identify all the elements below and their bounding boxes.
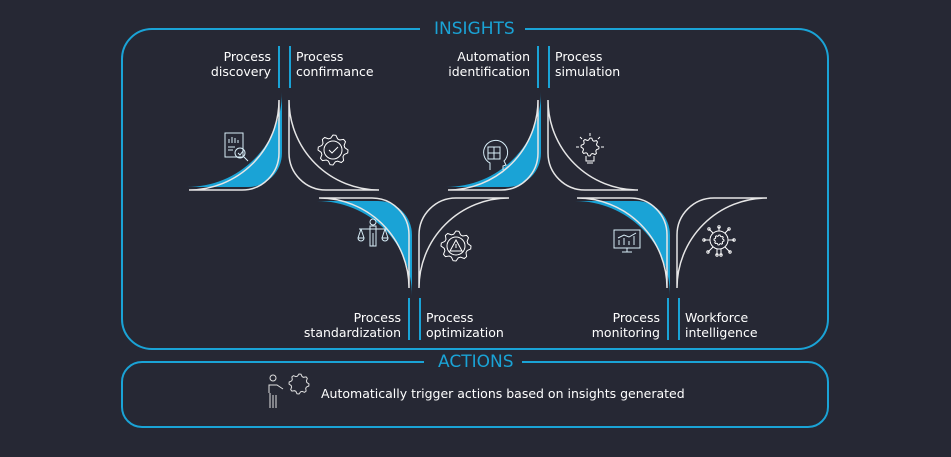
- segment-outline-monitor-chart: [576, 197, 668, 289]
- segment-fill-person-scales: [317, 201, 412, 296]
- segment-outline-report-search: [188, 99, 280, 191]
- insights-frame: [121, 28, 829, 350]
- report-search-icon: [224, 132, 249, 162]
- divider: [408, 298, 410, 340]
- divider: [537, 46, 539, 88]
- gear-check-icon: [317, 134, 349, 166]
- segment-outline-person-scales: [318, 197, 410, 289]
- divider: [419, 298, 421, 340]
- step-label-process-confirmance: Process confirmance: [296, 49, 374, 79]
- step-label-workforce-intelligence: Workforce intelligence: [685, 310, 758, 340]
- divider: [278, 46, 280, 88]
- gear-warning-icon: [440, 230, 472, 262]
- actions-title: ACTIONS: [430, 352, 522, 372]
- segment-outline-head-puzzle: [447, 99, 539, 191]
- step-label-process-standardization: Process standardization: [303, 310, 401, 340]
- step-label-process-optimization: Process optimization: [426, 310, 504, 340]
- divider: [667, 298, 669, 340]
- step-label-automation-identification: Automation identification: [448, 49, 530, 79]
- segment-fill-monitor-chart: [575, 201, 670, 296]
- lightbulb-gear-icon: [576, 133, 604, 164]
- segment-fill-report-search: [187, 92, 282, 187]
- divider: [289, 46, 291, 88]
- segment-fill-head-puzzle: [446, 92, 541, 187]
- step-label-process-monitoring: Process monitoring: [591, 310, 660, 340]
- segment-outline-circuit-chip: [676, 197, 768, 289]
- insights-title: INSIGHTS: [426, 19, 523, 39]
- divider: [678, 298, 680, 340]
- step-label-process-simulation: Process simulation: [555, 49, 621, 79]
- segment-outline-gear-warning: [418, 197, 510, 289]
- circuit-chip-icon: [702, 225, 736, 257]
- person-scales-icon: [357, 218, 389, 247]
- monitor-chart-icon: [613, 229, 641, 253]
- head-puzzle-icon: [483, 139, 509, 170]
- segment-outline-lightbulb-gear: [547, 99, 639, 191]
- actions-description: Automatically trigger actions based on i…: [321, 386, 685, 401]
- actions-frame: [121, 361, 829, 428]
- person-gear-icon: [268, 373, 310, 408]
- step-label-process-discovery: Process discovery: [210, 49, 271, 79]
- divider: [548, 46, 550, 88]
- segment-outline-gear-check: [288, 99, 380, 191]
